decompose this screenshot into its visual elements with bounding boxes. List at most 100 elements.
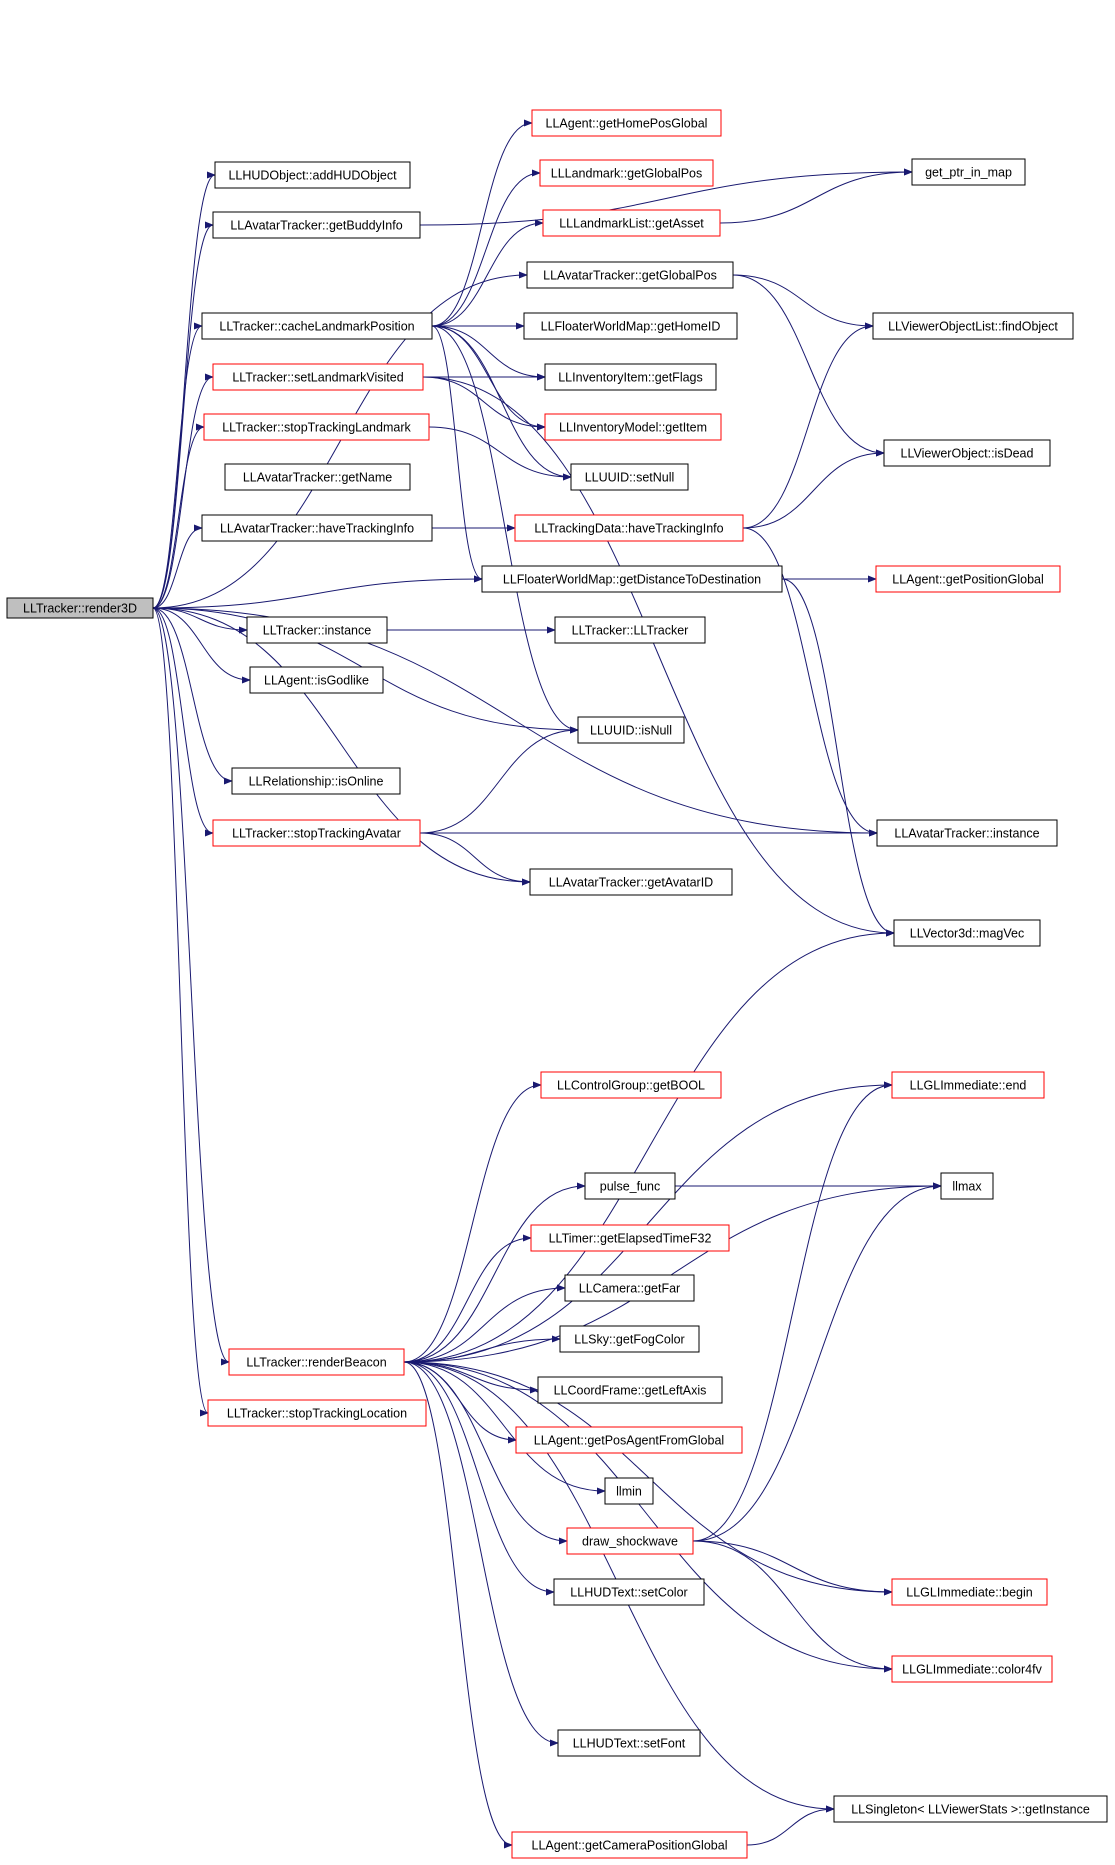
edge-get-asset-to-get-ptr-in-map xyxy=(719,168,913,224)
node-box xyxy=(872,312,1074,340)
node-lltracker-ctor[interactable]: LLTracker::LLTracker xyxy=(554,616,706,644)
node-box xyxy=(542,209,721,237)
node-label: LLTracker::setLandmarkVisited xyxy=(232,371,403,385)
node-box xyxy=(481,565,783,593)
node-box xyxy=(523,312,738,340)
node-is-dead[interactable]: LLViewerObject::isDead xyxy=(883,439,1051,467)
node-stop-tracking-avatar[interactable]: LLTracker::stopTrackingAvatar xyxy=(212,819,421,847)
node-get-flags[interactable]: LLInventoryItem::getFlags xyxy=(544,363,717,391)
node-get-camera-position-global[interactable]: LLAgent::getCameraPositionGlobal xyxy=(511,1831,748,1859)
node-box xyxy=(203,413,430,441)
node-label: LLAvatarTracker::getBuddyInfo xyxy=(230,219,402,233)
edge-render-beacon-to-draw-shockwave xyxy=(403,1361,568,1545)
node-get-bool[interactable]: LLControlGroup::getBOOL xyxy=(540,1071,722,1099)
node-get-position-global[interactable]: LLAgent::getPositionGlobal xyxy=(875,565,1061,593)
node-label: LLTracker::renderBeacon xyxy=(246,1356,386,1370)
edge-render-beacon-to-get-bool xyxy=(403,1081,542,1363)
node-box xyxy=(564,1274,695,1302)
node-box xyxy=(544,413,722,441)
node-instance-at[interactable]: LLAvatarTracker::instance xyxy=(876,819,1058,847)
node-have-tracking-info-at[interactable]: LLAvatarTracker::haveTrackingInfo xyxy=(201,514,433,542)
node-get-fog-color[interactable]: LLSky::getFogColor xyxy=(559,1325,700,1353)
node-get-avatar-id[interactable]: LLAvatarTracker::getAvatarID xyxy=(529,868,733,896)
node-color4fv[interactable]: LLGLImmediate::color4fv xyxy=(891,1655,1053,1683)
node-set-font[interactable]: LLHUDText::setFont xyxy=(557,1729,701,1757)
node-mag-vec[interactable]: LLVector3d::magVec xyxy=(893,919,1041,947)
node-box xyxy=(231,767,401,795)
edge-cache-landmark-position-to-get-flags xyxy=(431,325,546,381)
node-set-null[interactable]: LLUUID::setNull xyxy=(570,463,689,491)
edge-stop-tracking-landmark-to-set-null xyxy=(428,426,572,481)
node-stop-tracking-location[interactable]: LLTracker::stopTrackingLocation xyxy=(207,1399,427,1427)
node-is-online[interactable]: LLRelationship::isOnline xyxy=(231,767,401,795)
edge-get-camera-position-global-to-get-instance-stats xyxy=(746,1805,835,1846)
node-box xyxy=(883,439,1051,467)
node-get-far[interactable]: LLCamera::getFar xyxy=(564,1274,695,1302)
node-get-home-pos-global[interactable]: LLAgent::getHomePosGlobal xyxy=(531,109,722,137)
node-get-asset[interactable]: LLLandmarkList::getAsset xyxy=(542,209,721,237)
node-draw-shockwave[interactable]: draw_shockwave xyxy=(566,1527,694,1555)
node-llmax[interactable]: llmax xyxy=(940,1172,994,1200)
node-box xyxy=(537,1376,723,1404)
edge-get-distance-to-destination-to-mag-vec xyxy=(781,578,895,937)
node-pulse-func[interactable]: pulse_func xyxy=(584,1172,676,1200)
edge-render-beacon-to-get-fog-color xyxy=(403,1335,561,1363)
edge-draw-shockwave-to-llmax xyxy=(692,1182,942,1542)
node-label: LLLandmark::getGlobalPos xyxy=(551,167,702,181)
node-get-buddy-info[interactable]: LLAvatarTracker::getBuddyInfo xyxy=(212,211,421,239)
node-get-global-pos-at[interactable]: LLAvatarTracker::getGlobalPos xyxy=(526,261,734,289)
node-box xyxy=(201,312,433,340)
edge-render3d-to-stop-tracking-location xyxy=(152,607,209,1417)
node-box xyxy=(246,616,388,644)
node-label: LLFloaterWorldMap::getHomeID xyxy=(541,320,721,334)
node-get-home-id[interactable]: LLFloaterWorldMap::getHomeID xyxy=(523,312,738,340)
node-box xyxy=(893,919,1041,947)
node-box xyxy=(540,1071,722,1099)
node-label: LLAgent::getCameraPositionGlobal xyxy=(532,1839,728,1853)
node-box xyxy=(566,1527,694,1555)
node-get-ptr-in-map[interactable]: get_ptr_in_map xyxy=(911,158,1026,186)
node-box xyxy=(891,1655,1053,1683)
node-get-elapsed-time-f32[interactable]: LLTimer::getElapsedTimeF32 xyxy=(530,1224,730,1252)
edge-render3d-to-get-global-pos-at xyxy=(152,271,528,609)
node-label: LLFloaterWorldMap::getDistanceToDestinat… xyxy=(503,573,761,587)
node-have-tracking-info-td[interactable]: LLTrackingData::haveTrackingInfo xyxy=(514,514,744,542)
node-get-item[interactable]: LLInventoryModel::getItem xyxy=(544,413,722,441)
node-get-name[interactable]: LLAvatarTracker::getName xyxy=(224,463,411,491)
node-get-instance-stats[interactable]: LLSingleton< LLViewerStats >::getInstanc… xyxy=(833,1795,1108,1823)
node-add-hudobject[interactable]: LLHUDObject::addHUDObject xyxy=(214,161,411,189)
node-set-color[interactable]: LLHUDText::setColor xyxy=(553,1578,705,1606)
node-llmin[interactable]: llmin xyxy=(604,1477,654,1505)
node-label: LLSky::getFogColor xyxy=(574,1333,684,1347)
node-is-godlike[interactable]: LLAgent::isGodlike xyxy=(249,666,384,694)
node-label: get_ptr_in_map xyxy=(925,166,1012,180)
node-label: LLTracker::render3D xyxy=(23,602,137,616)
node-is-null[interactable]: LLUUID::isNull xyxy=(577,716,685,744)
node-get-pos-agent-from-global[interactable]: LLAgent::getPosAgentFromGlobal xyxy=(515,1426,743,1454)
node-box xyxy=(514,514,744,542)
node-find-object[interactable]: LLViewerObjectList::findObject xyxy=(872,312,1074,340)
node-box xyxy=(940,1172,994,1200)
edge-render-beacon-to-color4fv xyxy=(403,1361,893,1673)
node-gl-begin[interactable]: LLGLImmediate::begin xyxy=(891,1578,1048,1606)
node-get-left-axis[interactable]: LLCoordFrame::getLeftAxis xyxy=(537,1376,723,1404)
node-box xyxy=(539,159,714,187)
node-set-landmark-visited[interactable]: LLTracker::setLandmarkVisited xyxy=(212,363,424,391)
edge-render-beacon-to-llmax xyxy=(403,1182,942,1363)
node-instance-t[interactable]: LLTracker::instance xyxy=(246,616,388,644)
node-gl-end[interactable]: LLGLImmediate::end xyxy=(891,1071,1045,1099)
node-box xyxy=(570,463,689,491)
edge-stop-tracking-avatar-to-is-null xyxy=(419,726,579,834)
node-cache-landmark-position[interactable]: LLTracker::cacheLandmarkPosition xyxy=(201,312,433,340)
node-stop-tracking-landmark[interactable]: LLTracker::stopTrackingLandmark xyxy=(203,413,430,441)
node-render-beacon[interactable]: LLTracker::renderBeacon xyxy=(228,1348,405,1376)
edge-render-beacon-to-mag-vec xyxy=(403,929,895,1363)
node-get-global-pos-lm[interactable]: LLLandmark::getGlobalPos xyxy=(539,159,714,187)
node-label: llmax xyxy=(952,1180,982,1194)
node-label: LLHUDObject::addHUDObject xyxy=(228,169,397,183)
node-label: LLHUDText::setColor xyxy=(570,1586,687,1600)
node-box xyxy=(911,158,1026,186)
node-render3d: LLTracker::render3D xyxy=(6,597,154,619)
node-get-distance-to-destination[interactable]: LLFloaterWorldMap::getDistanceToDestinat… xyxy=(481,565,783,593)
